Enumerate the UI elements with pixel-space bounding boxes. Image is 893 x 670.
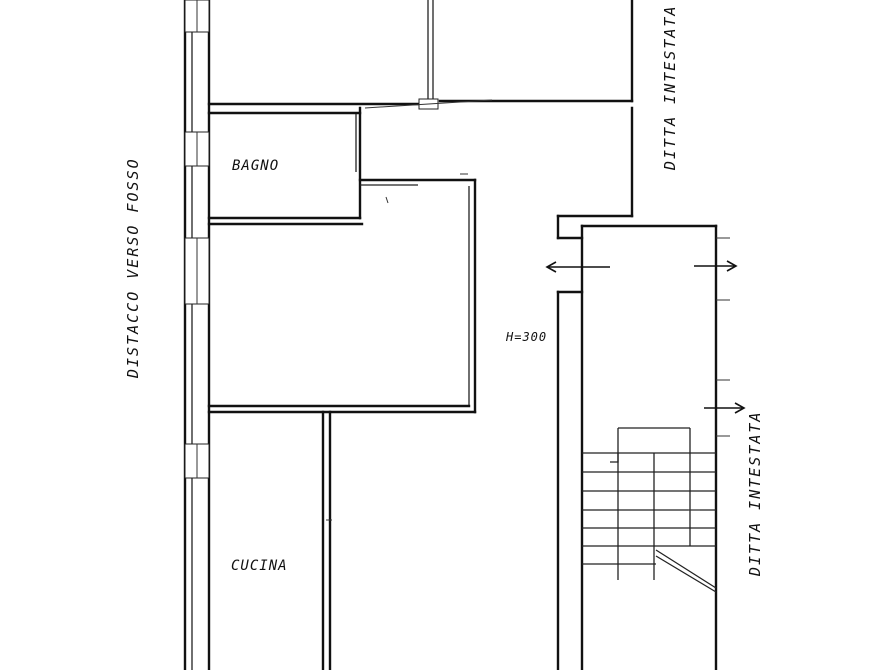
bagno-room xyxy=(207,106,477,220)
arrow-left-icon xyxy=(545,261,610,273)
arrow-right-lower-icon xyxy=(704,402,746,414)
stair-block xyxy=(580,224,730,670)
cucina-room xyxy=(321,410,332,670)
window-bagno xyxy=(184,131,210,167)
exterior-left-wall xyxy=(183,0,211,670)
window-cucina xyxy=(184,443,210,479)
window-middle-room xyxy=(184,237,210,305)
label-cucina: CUCINA xyxy=(231,558,288,574)
label-distacco: DISTACCO VERSO FOSSO xyxy=(124,157,142,379)
arrow-right-icon xyxy=(694,260,738,272)
window-top-left xyxy=(184,0,210,33)
label-ditta-bottom: DITTA INTESTATA xyxy=(746,411,764,577)
label-ditta-top: DITTA INTESTATA xyxy=(661,5,679,171)
label-height: H=300 xyxy=(505,330,547,344)
label-bagno: BAGNO xyxy=(232,158,279,174)
top-room xyxy=(207,0,634,110)
staircase xyxy=(582,427,717,593)
middle-room xyxy=(207,178,477,414)
corridor-wall xyxy=(556,106,634,670)
